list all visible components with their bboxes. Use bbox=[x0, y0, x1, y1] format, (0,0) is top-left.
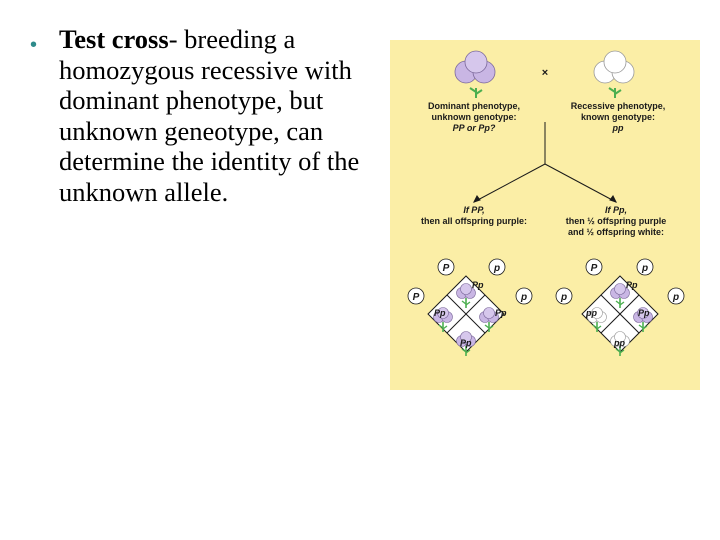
right-outcome-line3: and ½ offspring white: bbox=[568, 227, 664, 237]
cross-symbol: × bbox=[542, 67, 548, 79]
left-cell-right: Pp bbox=[495, 308, 507, 318]
left-cell-top: Pp bbox=[472, 280, 484, 290]
left-parent-line2: unknown genotype: bbox=[432, 112, 517, 122]
left-parent-genotype: PP or Pp? bbox=[453, 123, 496, 133]
allele-circle bbox=[555, 287, 573, 305]
left-top-allele-1: P bbox=[443, 263, 450, 274]
cross-arrows bbox=[473, 122, 617, 203]
right-top-allele-2: p bbox=[641, 263, 648, 274]
allele-circle bbox=[515, 287, 533, 305]
bullet-text: Test cross- breeding a homozygous recess… bbox=[59, 24, 382, 207]
right-side-allele-1: p bbox=[560, 292, 567, 303]
left-cell-left: Pp bbox=[434, 308, 446, 318]
right-cell-bottom: pp bbox=[613, 338, 625, 348]
purple-parent-flower-icon bbox=[454, 50, 496, 98]
left-punnett-square: P p P p Pp Pp Pp Pp bbox=[407, 258, 533, 357]
right-side-allele-2: p bbox=[672, 292, 679, 303]
bullet-block: • Test cross- breeding a homozygous rece… bbox=[30, 24, 382, 207]
allele-circle bbox=[636, 258, 654, 276]
right-top-allele-1: P bbox=[591, 263, 598, 274]
right-cell-right: Pp bbox=[638, 308, 650, 318]
left-outcome-line1: If PP, bbox=[463, 205, 484, 215]
white-parent-flower-icon bbox=[593, 50, 635, 98]
bullet-marker: • bbox=[30, 34, 38, 56]
left-parent-line1: Dominant phenotype, bbox=[428, 101, 520, 111]
right-parent-line2: known genotype: bbox=[581, 112, 655, 122]
allele-circle bbox=[667, 287, 685, 305]
allele-circle bbox=[437, 258, 455, 276]
allele-circle bbox=[407, 287, 425, 305]
test-cross-definition: breeding a homozygous recessive with dom… bbox=[59, 24, 360, 207]
allele-circle bbox=[488, 258, 506, 276]
left-cell-bottom: Pp bbox=[460, 338, 472, 348]
right-cell-top: Pp bbox=[626, 280, 638, 290]
right-parent-line1: Recessive phenotype, bbox=[571, 101, 666, 111]
left-top-allele-2: p bbox=[493, 263, 500, 274]
left-side-allele-2: p bbox=[520, 292, 527, 303]
right-punnett-square: P p p p Pp pp Pp pp bbox=[555, 258, 685, 357]
right-outcome-line2: then ½ offspring purple bbox=[566, 216, 667, 226]
test-cross-figure: × Dominant phenotype, unknown genotype: … bbox=[390, 40, 700, 390]
left-side-allele-1: P bbox=[413, 292, 420, 303]
right-parent-genotype: pp bbox=[612, 123, 624, 133]
term-dash: - bbox=[168, 24, 185, 54]
left-outcome-line2: then all offspring purple: bbox=[421, 216, 527, 226]
right-outcome-line1: If Pp, bbox=[605, 205, 627, 215]
right-cell-left: pp bbox=[585, 308, 597, 318]
test-cross-term: Test cross bbox=[59, 24, 169, 54]
allele-circle bbox=[585, 258, 603, 276]
